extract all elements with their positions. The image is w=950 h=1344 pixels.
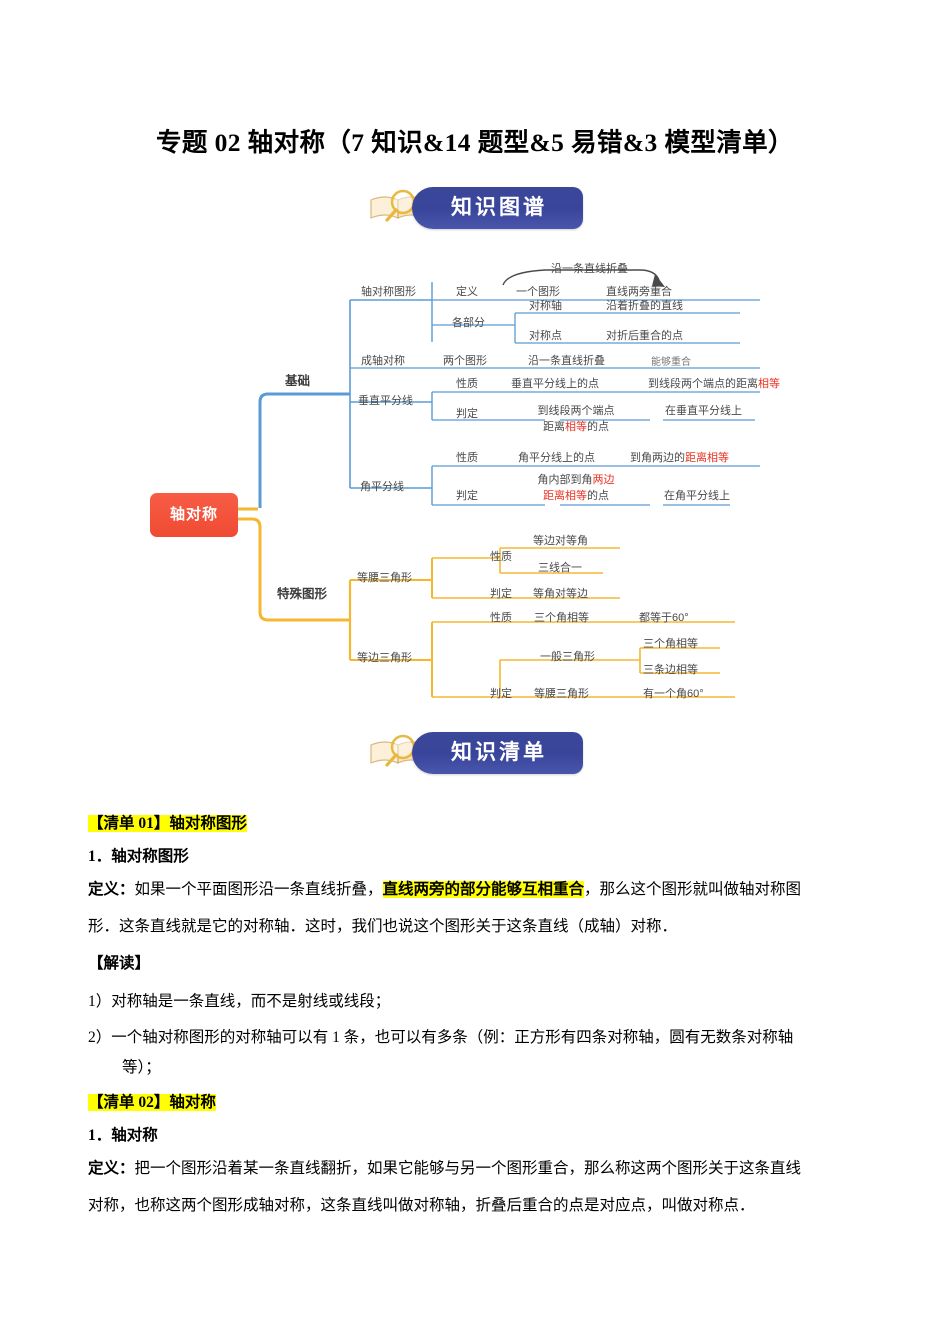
page-title: 专题 02 轴对称（7 知识&14 题型&5 易错&3 模型清单） <box>156 128 794 157</box>
list-02-definition-line-2: 对称，也称这两个图形成轴对称，这条直线叫做对称轴，折叠后重合的点是对应点，叫做对… <box>88 1197 755 1214</box>
mm-three-angles-equal-2: 三个角相等 <box>643 638 698 650</box>
mm-angle-bisector: 角平分线 <box>360 481 404 493</box>
mm-three-angles-equal: 三个角相等 <box>534 612 589 624</box>
definition-label: 定义： <box>88 881 135 898</box>
definition-label-2: 定义： <box>88 1160 135 1177</box>
banner-knowledge-map: 知识图谱 <box>0 180 950 236</box>
interpretation-point-1: 1）对称轴是一条直线，而不是射线或线段； <box>88 993 391 1010</box>
mm-axial-figure: 轴对称图形 <box>361 286 416 298</box>
mm-on-angle-bisector: 在角平分线上 <box>664 490 730 502</box>
definition-part-2: ，那么这个图形就叫做轴对称图 <box>584 881 802 898</box>
mm-fold-along-line-2: 沿一条直线折叠 <box>528 355 605 367</box>
mm-two-figures: 两个图形 <box>443 355 487 367</box>
mm-line-folded-along: 沿着折叠的直线 <box>606 300 683 312</box>
mm-point-on-perp-bisector: 垂直平分线上的点 <box>511 378 599 390</box>
mm-fold-along-line: 沿一条直线折叠 <box>551 263 628 275</box>
list-01-subheading: 1．轴对称图形 <box>88 848 189 865</box>
mm-inside-angle: 角内部到角两边 <box>537 474 615 486</box>
banner-label: 知识清单 <box>451 741 547 764</box>
list-01-definition: 定义：如果一个平面图形沿一条直线折叠，直线两旁的部分能够互相重合，那么这个图形就… <box>88 876 866 904</box>
list-02-definition: 定义：把一个图形沿着某一条直线翻折，如果它能够与另一个图形重合，那么称这两个图形… <box>88 1155 866 1183</box>
mm-isosceles-triangle: 等腰三角形 <box>534 688 589 700</box>
interpretation-point-2: 2）一个轴对称图形的对称轴可以有 1 条，也可以有多条（例：正方形有四条对称轴，… <box>88 1023 866 1083</box>
mm-general-triangle: 一般三角形 <box>540 651 595 663</box>
interpretation-point-2-cont: 等）； <box>122 1059 161 1076</box>
mm-to-segment-endpoints: 到线段两个端点 <box>537 405 615 417</box>
mm-judgement-iso: 判定 <box>490 588 512 600</box>
list-02-heading: 【清单 02】轴对称 <box>88 1089 866 1117</box>
mm-distance-equal-point: 距离相等的点 <box>543 421 609 433</box>
mm-property-perp: 性质 <box>456 378 478 390</box>
mm-point-after-fold: 对折后重合的点 <box>606 330 683 342</box>
mm-judgement-perp: 判定 <box>456 408 478 420</box>
list-01-definition-line-2: 形．这条直线就是它的对称轴．这时，我们也说这个图形关于这条直线（成轴）对称． <box>88 918 678 935</box>
mm-equal-angles-sides: 等角对等边 <box>533 588 588 600</box>
interpretation-point-2-text: 2）一个轴对称图形的对称轴可以有 1 条，也可以有多条（例：正方形有四条对称轴，… <box>88 1029 794 1046</box>
definition-line-1: 把一个图形沿着某一条直线翻折，如果它能够与另一个图形重合，那么称这两个图形关于这… <box>134 1160 802 1177</box>
banner-plate <box>412 732 590 774</box>
mm-judgement-equi: 判定 <box>490 688 512 700</box>
mm-property-equi: 性质 <box>490 612 512 624</box>
banner-knowledge-list: 知识清单 <box>0 725 950 781</box>
list-01-heading: 【清单 01】轴对称图形 <box>88 810 866 838</box>
mindmap-root-node: 轴对称 <box>150 493 238 537</box>
mm-judgement-angle: 判定 <box>456 490 478 502</box>
mm-equilateral: 等边三角形 <box>357 652 412 664</box>
mm-can-coincide: 能够重合 <box>651 357 691 368</box>
definition-highlight: 直线两旁的部分能够互相重合 <box>382 881 585 898</box>
interpretation-label: 【解读】 <box>88 955 151 972</box>
mm-overlap-both-sides: 直线两旁重合 <box>606 286 672 298</box>
mindmap-branch-special: 特殊图形 <box>277 587 328 601</box>
mm-dist-to-endpoints: 到线段两个端点的距离相等 <box>648 378 780 390</box>
mm-point-on-angle-bisector: 角平分线上的点 <box>518 452 595 464</box>
mm-axial-symmetry: 成轴对称 <box>361 355 405 367</box>
mm-axis-of-symmetry: 对称轴 <box>529 300 562 312</box>
mm-on-perp-bisector: 在垂直平分线上 <box>665 405 742 417</box>
banner-label: 知识图谱 <box>451 196 547 219</box>
mm-isosceles: 等腰三角形 <box>357 572 412 584</box>
list-01-heading-text: 【清单 01】轴对称图形 <box>88 815 247 832</box>
document-body: 【清单 01】轴对称图形 1．轴对称图形 定义：如果一个平面图形沿一条直线折叠，… <box>88 810 866 1229</box>
mm-symmetric-point: 对称点 <box>529 330 562 342</box>
mm-property-angle: 性质 <box>456 452 478 464</box>
mm-property-iso: 性质 <box>490 551 512 563</box>
mm-one-angle-60: 有一个角60° <box>643 688 704 700</box>
mm-all-equal-60: 都等于60° <box>639 612 689 624</box>
mm-equal-sides-angles: 等边对等角 <box>533 535 588 547</box>
mm-parts: 各部分 <box>452 317 485 329</box>
mm-three-lines-one: 三线合一 <box>538 562 582 574</box>
mindmap-branch-basics: 基础 <box>285 374 311 388</box>
mm-to-both-sides-dist: 到角两边的距离相等 <box>630 452 729 464</box>
mm-one-figure: 一个图形 <box>516 286 560 298</box>
mm-dist-equal-point-angle: 距离相等的点 <box>543 490 609 502</box>
mm-three-sides-equal: 三条边相等 <box>643 664 698 676</box>
mm-perp-bisector: 垂直平分线 <box>358 395 413 407</box>
list-02-heading-text: 【清单 02】轴对称 <box>88 1094 216 1111</box>
list-02-subheading: 1．轴对称 <box>88 1127 158 1144</box>
definition-part-1: 如果一个平面图形沿一条直线折叠， <box>134 881 383 898</box>
mm-definition: 定义 <box>456 286 478 298</box>
